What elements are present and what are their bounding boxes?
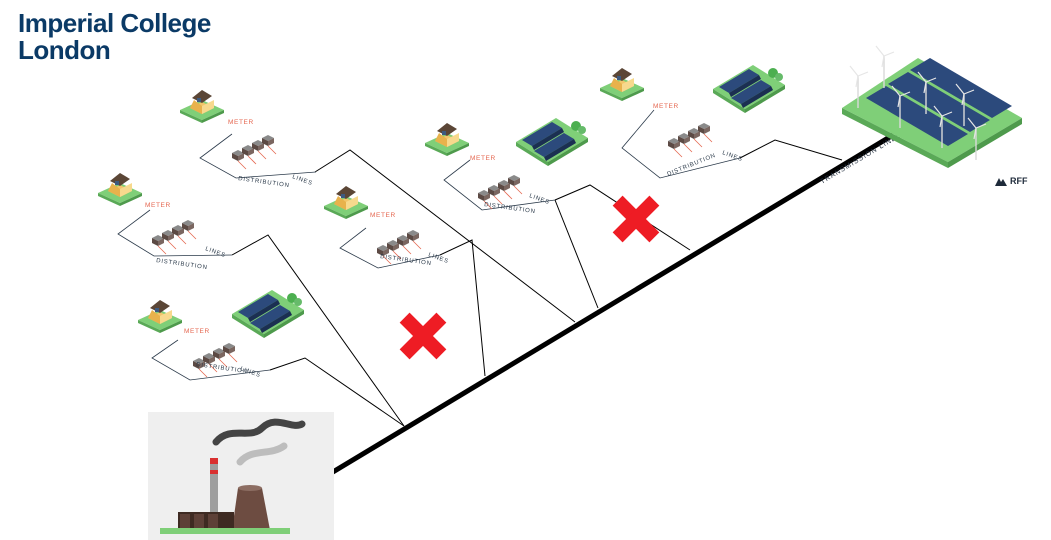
fault-x-icon	[399, 312, 447, 360]
distribution-label: DISTRIBUTION	[238, 176, 290, 189]
transmission-trunk	[276, 132, 895, 508]
feeder-lines	[231, 139, 843, 427]
neighbourhood-6: METER DISTRIBUTION LINES	[600, 65, 785, 178]
house-icon	[98, 173, 142, 206]
power-plant	[148, 412, 334, 540]
distribution-label: DISTRIBUTION	[380, 254, 432, 267]
rff-label: RFF	[1010, 176, 1028, 186]
logo-line-1: Imperial College	[18, 8, 211, 38]
meter-label: METER	[184, 328, 210, 335]
renewable-farm	[842, 45, 1022, 168]
house-icon	[425, 123, 469, 156]
neighbourhood-3: METER DISTRIBUTION LINES	[324, 186, 449, 267]
distribution-label: DISTRIBUTION	[156, 258, 208, 271]
neighbourhood-1: METER DISTRIBUTION LINES	[180, 90, 313, 189]
meter-label: METER	[228, 119, 254, 126]
lines-label: LINES	[291, 174, 313, 187]
lines-label: LINES	[239, 366, 261, 379]
rff-brand: RFF	[995, 176, 1028, 186]
neighbourhood-2: METER DISTRIBUTION LINES	[98, 173, 226, 271]
lines-label: LINES	[721, 150, 743, 163]
rff-icon	[995, 178, 1007, 186]
transmission-lines-label: TRANSMISSION LINES	[819, 132, 903, 186]
house-icon	[138, 300, 182, 333]
fault-x-icon	[612, 195, 660, 243]
lines-label: LINES	[528, 193, 550, 206]
meter-label: METER	[370, 212, 396, 219]
solar-farm-icon	[232, 290, 304, 338]
neighbourhood-5: METER DISTRIBUTION LINES	[425, 118, 588, 215]
solar-farm-icon	[713, 65, 785, 113]
imperial-logo: Imperial College London	[18, 10, 211, 64]
house-icon	[324, 186, 368, 219]
meter-bank-icon	[667, 122, 713, 158]
solar-farm-icon	[516, 118, 588, 166]
meter-bank-icon	[151, 219, 197, 255]
distribution-loops	[117, 109, 741, 381]
meter-label: METER	[145, 202, 171, 209]
meter-label: METER	[653, 103, 679, 110]
logo-line-2: London	[18, 35, 111, 65]
meter-bank-icon	[231, 134, 277, 170]
lines-label: LINES	[204, 246, 226, 259]
meter-label: METER	[470, 155, 496, 162]
house-icon	[600, 68, 644, 101]
house-icon	[180, 90, 224, 123]
neighbourhood-4: METER DISTRIBUTION LINES	[138, 290, 304, 379]
